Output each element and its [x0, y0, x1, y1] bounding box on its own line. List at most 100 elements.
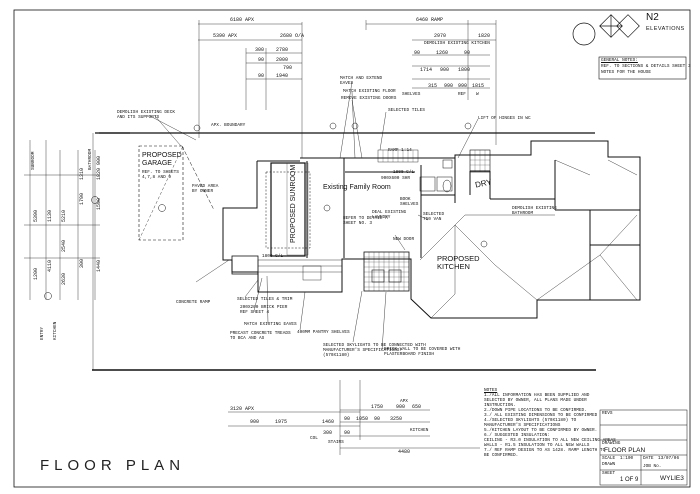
bottom-apx-label: APX	[400, 399, 408, 404]
annot-refer-detail: REFER TO DETAIL A SHEET No. 3	[343, 216, 388, 226]
annot-concrete-ramp: CONCRETE RAMP	[176, 300, 211, 305]
dim-r1714: 1714	[420, 67, 433, 73]
brand-name: N2	[646, 12, 659, 23]
note-line: 5./KITCHEN LAYOUT TO BE CONFIRMED BY OWN…	[484, 428, 598, 433]
general-notes-line-1: REF. TO SECTIONS & DETAILS SHEET 3	[601, 64, 691, 69]
dim-b1050: 1050	[356, 416, 369, 422]
dim-r315: 315	[428, 83, 438, 89]
steps	[257, 259, 343, 293]
title-block	[599, 409, 688, 486]
annot-match-extend: MATCH AND EXTEND EAVES	[340, 76, 383, 86]
annot-precast: PRECAST CONCRETE TREADS TO BCA AND AS	[230, 331, 291, 341]
dim-b1750: 1750	[371, 404, 384, 410]
tb-revs-label: REVS	[602, 411, 613, 416]
note-line: 1./ALL INFORMATION HAS BEEN SUPPLIED AND	[484, 393, 590, 398]
dim-90a: 90	[258, 57, 265, 63]
annot-paved: PAVED AREA BY OWNER	[192, 184, 219, 194]
dim-v1440: 1440	[96, 259, 102, 272]
garage-ref-label: REF. TO SHEETS 4,7,8 AND 9	[142, 170, 179, 180]
dim-r1820: 1820	[478, 33, 491, 39]
dim-2000: 2000	[276, 57, 289, 63]
dim-v1310: 1310	[79, 167, 85, 180]
tb-scale-value: 1:100	[620, 456, 634, 461]
notes-block: NOTES 1./ALL INFORMATION HAS BEEN SUPPLI…	[484, 388, 616, 458]
tb-date-value: 13/07/06	[658, 456, 680, 461]
dim-b900b: 900	[396, 404, 406, 410]
dim-b90c: 90	[344, 430, 351, 436]
dim-b90a: 90	[344, 416, 351, 422]
annot-col2: 1800 C/L	[262, 254, 284, 259]
note-line: 6./ SUGGESTED INSULATION:	[484, 433, 550, 438]
brand-subtitle: ELEVATIONS	[646, 26, 685, 32]
dim-6460: 6460 RAMP	[416, 17, 444, 23]
bottom-kitchen-label: KITCHEN	[410, 428, 429, 433]
dim-v1130: 1130	[47, 209, 53, 222]
dim-5390: 5390 APX	[213, 33, 238, 39]
dim-r2970: 2970	[434, 33, 447, 39]
dim-v1590: 1590	[96, 197, 102, 210]
tb-job-label: JOB No.	[643, 464, 662, 469]
dim-v5210: 5210	[61, 209, 67, 222]
dim-b900: 900	[250, 419, 260, 425]
annot-match-eaves: MATCH EXISTING EAVES	[244, 322, 297, 327]
dim-r900: 900	[440, 67, 450, 73]
dim-b650: 650	[412, 404, 422, 410]
dim-v4110: 4110	[47, 259, 53, 272]
sheet-title: FLOOR PLAN	[40, 457, 186, 474]
left-sunroom-label: SUNROOM	[31, 151, 36, 170]
dim-b3120: 3120 APX	[230, 406, 255, 412]
general-notes-heading: GENERAL NOTES:	[601, 58, 638, 63]
notes-heading: NOTES	[484, 388, 498, 393]
dim-90b: 90	[258, 73, 265, 79]
tb-date-label: DATE	[643, 456, 654, 461]
w-label: W	[476, 92, 479, 97]
ref-label: REF	[458, 92, 466, 97]
tb-job-value: WYLIE3	[660, 475, 684, 482]
note-line: BE CONFIRMED.	[484, 453, 519, 458]
dim-790: 790	[283, 65, 293, 71]
garage-outline	[138, 145, 184, 241]
annot-brick-wall: BRICK WALL TO BE COVERED WITH PLASTERBOA…	[384, 347, 461, 357]
annot-match-floor: MATCH EXISTING FLOOR	[343, 89, 396, 94]
sunroom-outline	[270, 162, 306, 257]
annot-demolish-deck: DEMOLISH EXISTING DECK AND ITS SUPPORTS	[117, 110, 175, 120]
annot-lift-hinges: LIFT OF HINGES IN WC	[478, 116, 531, 121]
bathroom-label: DEMOLISH EXISTING BATHROOM	[512, 206, 557, 216]
dim-v900: 900	[96, 155, 102, 165]
annot-new-door: NEW DOOR	[393, 237, 415, 242]
dim-b300: 300	[323, 430, 333, 436]
tb-sheet-label: SHEET	[602, 471, 616, 476]
note-line: MANUFACTURER'S SPECIFICATIONS	[484, 423, 561, 428]
note-line: 3./ ALL EXISTING DIMENSIONS TO BE CONFIR…	[484, 413, 598, 418]
annot-remove-doors: REMOVE EXISTING DOORS	[341, 96, 397, 101]
dim-b90b: 90	[374, 416, 381, 422]
dim-v1790: 1790	[79, 192, 85, 205]
dim-v1820: 1820	[96, 167, 102, 180]
tb-drawing-label: DRAWING	[602, 441, 621, 446]
dim-r1260: 1260	[436, 50, 449, 56]
annot-skylight-manuf: SELECTED SKYLIGHTS TO BE CONNECTED WITH …	[323, 343, 426, 358]
dim-r990: 990	[444, 83, 454, 89]
note-line: INSTRUCTION.	[484, 403, 516, 408]
kitchen-tile-grid	[363, 251, 410, 292]
section-markers	[44, 122, 488, 300]
note-line: 2./DOWN PIPE LOCATIONS TO BE CONFIRMED.	[484, 408, 587, 413]
dim-r990b: 990	[458, 83, 468, 89]
general-notes-line-2: NOTES FOR THE HOUSE	[601, 70, 652, 75]
brand-logo	[572, 14, 640, 46]
kitchen-label: PROPOSED KITCHEN	[437, 254, 480, 271]
general-notes-box	[598, 56, 687, 80]
dim-300: 300	[255, 47, 265, 53]
note-line: SELECTED BY OWNER, ALL PLANS MADE UNDER	[484, 398, 587, 403]
tb-scale-label: SCALE	[602, 456, 616, 461]
tb-sheet-value: 1 OF 9	[620, 477, 639, 483]
family-room-label: Existing Family Room	[323, 184, 391, 191]
dim-6180: 6180 APX	[230, 17, 255, 23]
annot-ramp: RAMP 1:14	[388, 148, 412, 153]
note-line: WALLS - R1.5 INSULATION TO ALL NEW WALLS	[484, 443, 590, 448]
annot-selected-tiles: SELECTED TILES	[388, 108, 425, 113]
dim-r90b: 90	[464, 50, 471, 56]
note-line: CEILING - R3.0 INSULATION TO ALL NEW CEI…	[484, 438, 616, 443]
note-line: 7./ REF RAMP DESIGN TO AS 1428. RAMP LEN…	[484, 448, 606, 453]
left-kitchen-label: KITCHEN	[53, 321, 58, 340]
